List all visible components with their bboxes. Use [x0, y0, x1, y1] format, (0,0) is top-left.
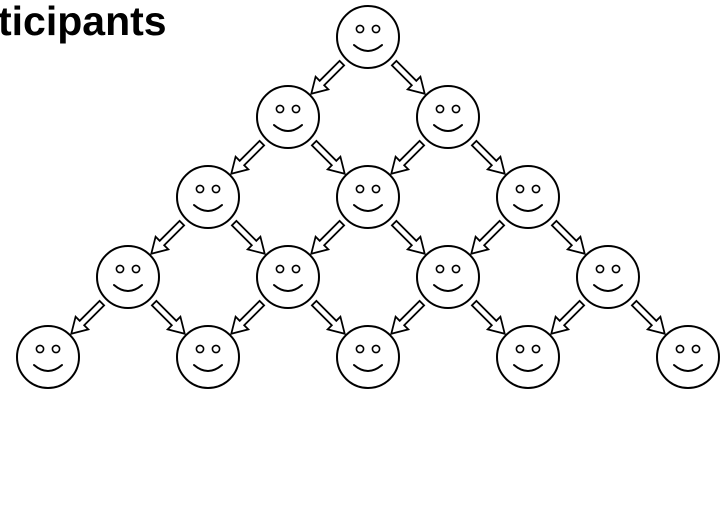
arrow-l4-n1-left [70, 299, 106, 335]
arrow-l4-n2-left [230, 299, 266, 335]
smiley-face-icon-l2-n2 [416, 85, 480, 149]
arrow-l4-n4-right [630, 299, 666, 335]
arrow-l2-n2-right [470, 139, 506, 175]
smiley-face-icon-l5-n1 [16, 325, 80, 389]
arrow-l3-n1-left [150, 219, 186, 255]
arrow-l2-n2-left [390, 139, 426, 175]
smiley-face-icon-l5-n5 [656, 325, 720, 389]
smiley-face-icon-l4-n1 [96, 245, 160, 309]
arrow-l1-n1-left [310, 59, 346, 95]
smiley-face-icon-l4-n2 [256, 245, 320, 309]
smiley-face-icon-l5-n2 [176, 325, 240, 389]
arrow-l4-n2-right [310, 299, 346, 335]
smiley-face-icon-l5-n4 [496, 325, 560, 389]
arrow-l1-n1-right [390, 59, 426, 95]
arrow-l3-n2-left [310, 219, 346, 255]
arrow-l3-n3-right [550, 219, 586, 255]
smiley-face-icon-l1-n1 [336, 5, 400, 69]
slide-title: ticipants [0, 0, 167, 44]
smiley-face-icon-l4-n4 [576, 245, 640, 309]
smiley-face-icon-l3-n1 [176, 165, 240, 229]
arrow-l2-n1-left [230, 139, 266, 175]
arrow-l4-n3-right [470, 299, 506, 335]
arrow-l2-n1-right [310, 139, 346, 175]
arrow-l3-n2-right [390, 219, 426, 255]
arrow-l4-n4-left [550, 299, 586, 335]
smiley-face-icon-l3-n3 [496, 165, 560, 229]
smiley-face-icon-l3-n2 [336, 165, 400, 229]
arrow-l3-n3-left [470, 219, 506, 255]
smiley-face-icon-l4-n3 [416, 245, 480, 309]
arrow-l4-n1-right [150, 299, 186, 335]
arrow-l4-n3-left [390, 299, 426, 335]
arrow-l3-n1-right [230, 219, 266, 255]
smiley-face-icon-l2-n1 [256, 85, 320, 149]
smiley-face-icon-l5-n3 [336, 325, 400, 389]
